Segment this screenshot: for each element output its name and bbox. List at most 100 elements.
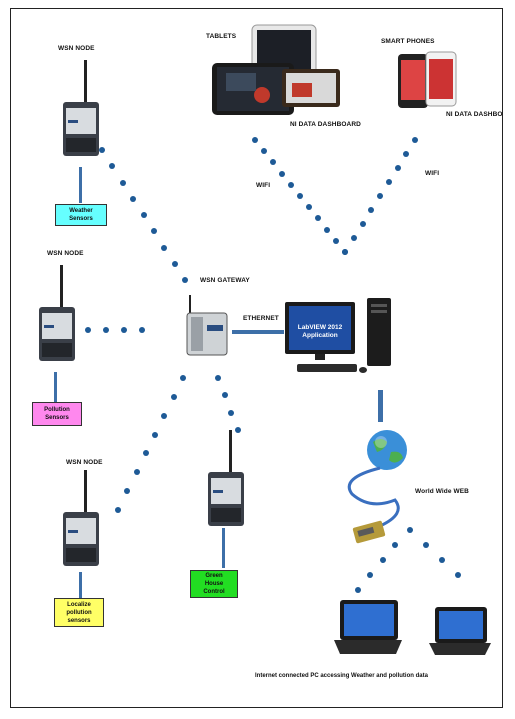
link-weather-gateway-dot bbox=[140, 212, 147, 218]
link-gateway-greenhouse-dot bbox=[228, 409, 235, 416]
weather-node-connector bbox=[79, 167, 82, 203]
localize-node-connector bbox=[79, 572, 82, 598]
pollution-node-connector bbox=[54, 372, 57, 402]
link-gateway-localize-dot bbox=[152, 431, 159, 438]
link-weather-gateway-dot bbox=[119, 179, 126, 186]
link-weather-gateway-dot bbox=[182, 277, 188, 283]
link-gateway-localize-dot bbox=[133, 469, 140, 476]
tablets-label: TABLETS bbox=[206, 33, 237, 40]
pollution-box-line2: Sensors bbox=[45, 415, 69, 421]
app-label-line2: Application bbox=[302, 332, 338, 339]
ni-dashboard-label-2: NI DATA DASHBO bbox=[446, 111, 503, 118]
link-web-right-laptop-dot bbox=[455, 572, 461, 578]
link-weather-gateway-dot bbox=[130, 195, 137, 202]
wsn-node-label-1: WSN NODE bbox=[58, 45, 95, 52]
localize-box-line2: pollution bbox=[66, 609, 92, 616]
link-gateway-localize-dot bbox=[180, 375, 186, 381]
link-pollution-gateway-dot bbox=[121, 327, 127, 333]
wifi-label-2: WIFI bbox=[425, 170, 440, 177]
wsn-node-pollution-icon bbox=[39, 265, 75, 361]
wsn-gateway-label: WSN GATEWAY bbox=[200, 277, 250, 284]
wifi-label-1: WIFI bbox=[256, 182, 271, 189]
link-tablets-wifi-dot bbox=[279, 170, 285, 177]
link-web-left-laptop-dot bbox=[355, 587, 361, 593]
link-weather-gateway-dot bbox=[150, 228, 157, 235]
laptop-right-icon bbox=[429, 607, 491, 655]
wsn-node-label-3: WSN NODE bbox=[66, 459, 103, 466]
link-tablets-wifi-dot bbox=[297, 193, 303, 199]
link-gateway-localize-dot bbox=[170, 393, 177, 400]
green-box-line2: House bbox=[204, 581, 224, 587]
pollution-sensors-box: Pollution Sensors bbox=[32, 402, 82, 426]
link-gateway-localize-dot bbox=[115, 507, 121, 513]
link-tablets-wifi-dot bbox=[261, 148, 267, 155]
link-web-left-laptop-dot bbox=[379, 557, 386, 563]
link-web-right-laptop-dot bbox=[439, 557, 445, 563]
link-phones-wifi-dot bbox=[350, 235, 357, 241]
ethernet-cable-icon bbox=[347, 466, 400, 544]
wsn-gateway-icon bbox=[186, 295, 228, 356]
web-connector bbox=[378, 390, 383, 422]
link-phones-wifi-dot bbox=[342, 249, 348, 255]
ethernet-label: ETHERNET bbox=[243, 315, 279, 322]
localize-sensors-box: Localize pollution sensors bbox=[54, 598, 104, 627]
link-weather-gateway-dot bbox=[161, 244, 168, 251]
link-gateway-greenhouse-dot bbox=[215, 375, 221, 381]
weather-box-line2: Sensors bbox=[69, 216, 93, 222]
green-node-connector bbox=[222, 528, 225, 568]
link-tablets-wifi-dot bbox=[315, 215, 321, 222]
link-weather-gateway-dot bbox=[99, 147, 105, 153]
link-pollution-gateway-dot bbox=[85, 327, 91, 333]
link-phones-wifi-dot bbox=[359, 221, 366, 227]
link-gateway-localize-dot bbox=[142, 450, 149, 457]
tablets-icon bbox=[212, 24, 340, 115]
ethernet-connector bbox=[232, 330, 284, 334]
app-label-line1: LabVIEW 2012 bbox=[297, 324, 343, 331]
link-phones-wifi-dot bbox=[403, 151, 410, 157]
link-phones-wifi-dot bbox=[394, 165, 401, 171]
link-web-left-laptop-dot bbox=[392, 542, 398, 548]
globe-icon bbox=[367, 430, 407, 470]
link-tablets-wifi-dot bbox=[324, 226, 330, 233]
green-box-line3: Control bbox=[203, 589, 225, 595]
link-weather-gateway-dot bbox=[109, 163, 116, 170]
link-web-right-laptop-dot bbox=[407, 527, 413, 533]
world-wide-web-label: World Wide WEB bbox=[415, 488, 469, 495]
footer-caption: Internet connected PC accessing Weather … bbox=[255, 673, 428, 679]
app-label: LabVIEW 2012 Application bbox=[291, 324, 349, 340]
link-tablets-wifi-dot bbox=[252, 137, 258, 143]
link-pollution-gateway-dot bbox=[139, 327, 145, 333]
link-tablets-wifi-dot bbox=[270, 159, 276, 166]
wsn-node-weather-icon bbox=[63, 60, 99, 156]
green-house-control-box: Green House Control bbox=[190, 570, 238, 598]
link-web-left-laptop-dot bbox=[367, 572, 374, 578]
link-web-right-laptop-dot bbox=[423, 542, 429, 548]
diagram-frame bbox=[10, 8, 503, 708]
link-tablets-wifi-dot bbox=[306, 204, 312, 211]
link-gateway-localize-dot bbox=[124, 488, 131, 495]
link-tablets-wifi-dot bbox=[288, 181, 294, 188]
wsn-node-greenhouse-icon bbox=[208, 430, 244, 526]
link-tablets-wifi-dot bbox=[333, 237, 339, 244]
link-phones-wifi-dot bbox=[377, 193, 383, 199]
link-phones-wifi-dot bbox=[368, 207, 375, 213]
green-box-line1: Green bbox=[205, 573, 223, 579]
desktop-pc-icon bbox=[285, 298, 391, 373]
smart-phones-label: SMART PHONES bbox=[381, 38, 435, 45]
wsn-node-localize-icon bbox=[63, 470, 99, 566]
weather-sensors-box: Weather Sensors bbox=[55, 204, 107, 226]
weather-box-line1: Weather bbox=[69, 208, 93, 214]
link-phones-wifi-dot bbox=[385, 179, 392, 185]
link-gateway-localize-dot bbox=[161, 412, 168, 419]
link-weather-gateway-dot bbox=[171, 260, 178, 267]
localize-box-line3: sensors bbox=[67, 617, 91, 624]
link-phones-wifi-dot bbox=[412, 137, 418, 143]
link-gateway-greenhouse-dot bbox=[235, 427, 241, 433]
localize-box-line1: Localize bbox=[67, 601, 91, 608]
wsn-node-label-2: WSN NODE bbox=[47, 250, 84, 257]
ni-dashboard-label-1: NI DATA DASHBOARD bbox=[290, 121, 361, 128]
link-gateway-greenhouse-dot bbox=[221, 392, 228, 399]
laptop-left-icon bbox=[334, 600, 402, 654]
link-pollution-gateway-dot bbox=[103, 327, 109, 333]
smartphones-icon bbox=[398, 51, 457, 108]
